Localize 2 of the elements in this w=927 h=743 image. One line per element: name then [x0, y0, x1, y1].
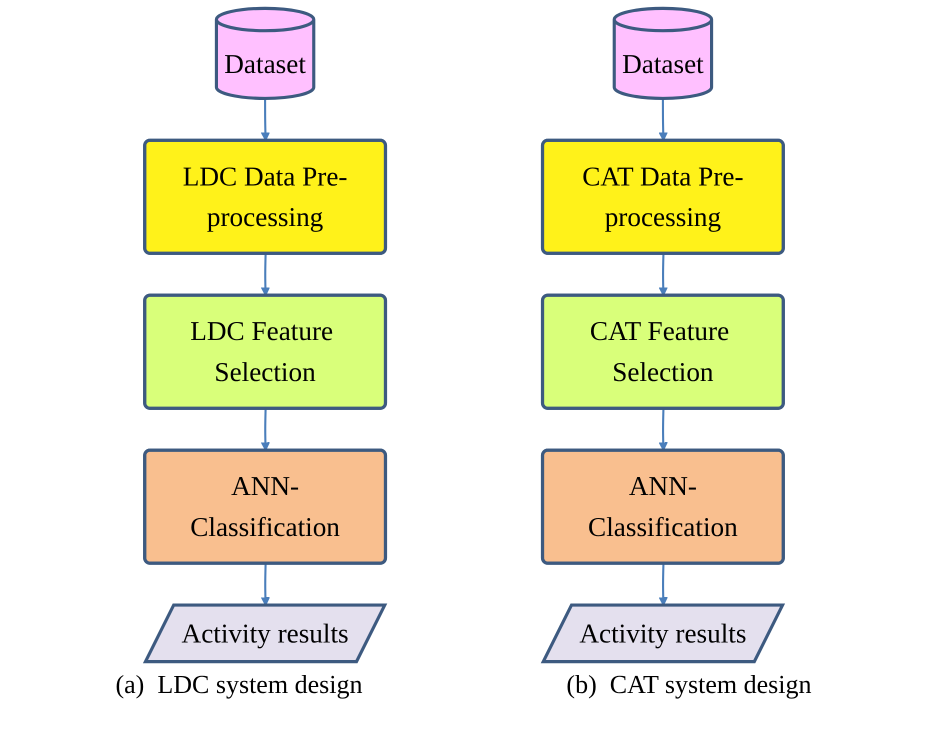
caption: (a) LDC system design — [115, 670, 362, 700]
caption: (b) CAT system design — [566, 670, 812, 700]
